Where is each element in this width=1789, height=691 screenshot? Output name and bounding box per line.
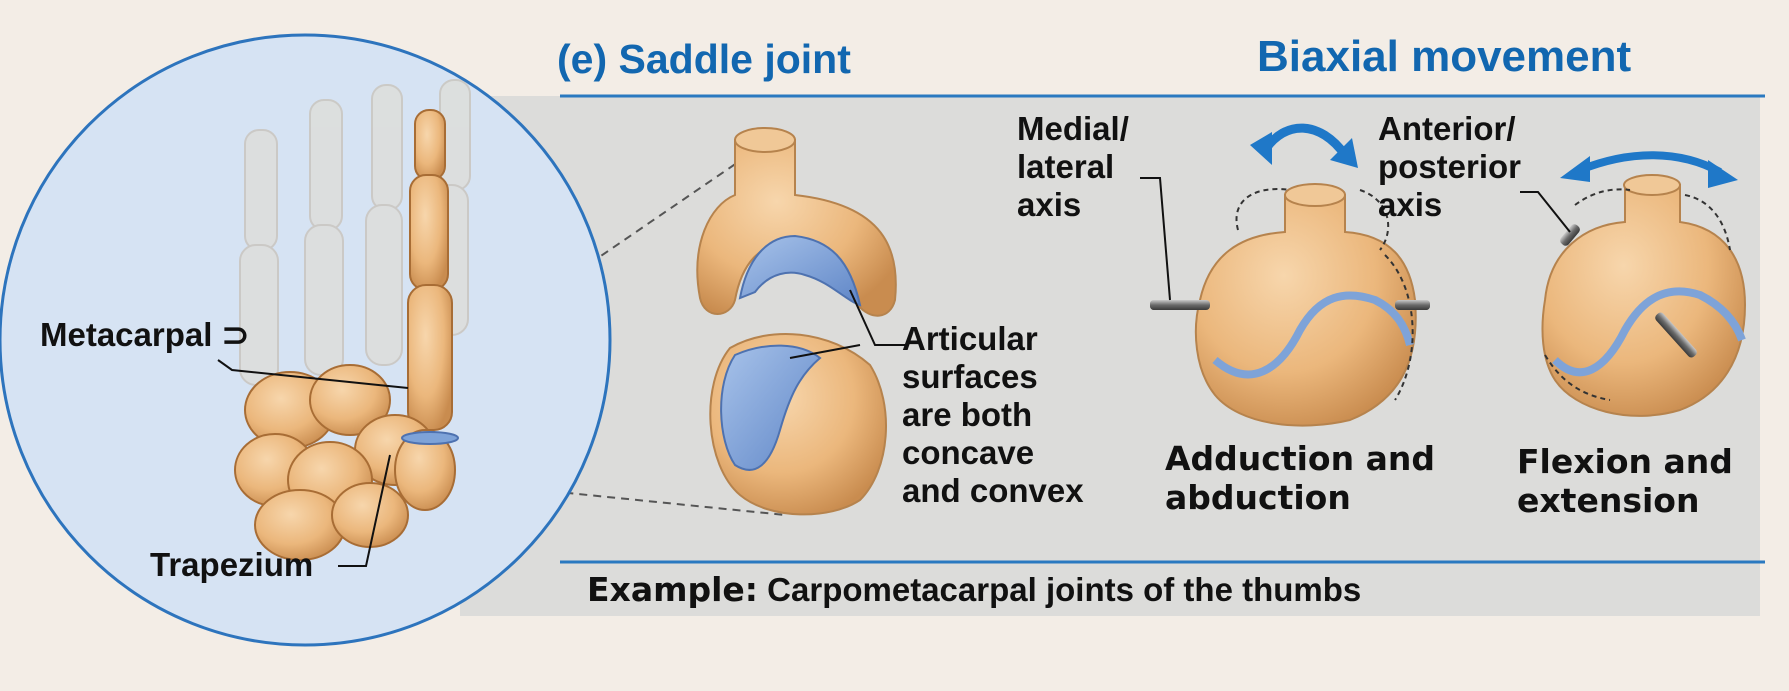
anterior-posterior-axis-label: Anterior/ posterior axis (1378, 110, 1521, 224)
flexion-extension-caption: Flexion and extension (1517, 443, 1733, 521)
trapezium-label: Trapezium (150, 546, 313, 584)
example-label: Example: (587, 570, 758, 609)
medial-lateral-axis-label: Medial/ lateral axis (1017, 110, 1129, 224)
articular-surfaces-label: Articular surfaces are both concave and … (902, 320, 1084, 510)
biaxial-movement-title: Biaxial movement (1257, 32, 1631, 82)
example-text: Carpometacarpal joints of the thumbs (767, 571, 1361, 608)
saddle-joint-title: (e) Saddle joint (557, 36, 851, 83)
example-row: Example: Carpometacarpal joints of the t… (587, 570, 1361, 609)
metacarpal-label-text: Metacarpal (40, 316, 212, 353)
metacarpal-label: Metacarpal ⊃ (40, 316, 249, 354)
adduction-abduction-caption: Adduction and abduction (1165, 440, 1435, 518)
